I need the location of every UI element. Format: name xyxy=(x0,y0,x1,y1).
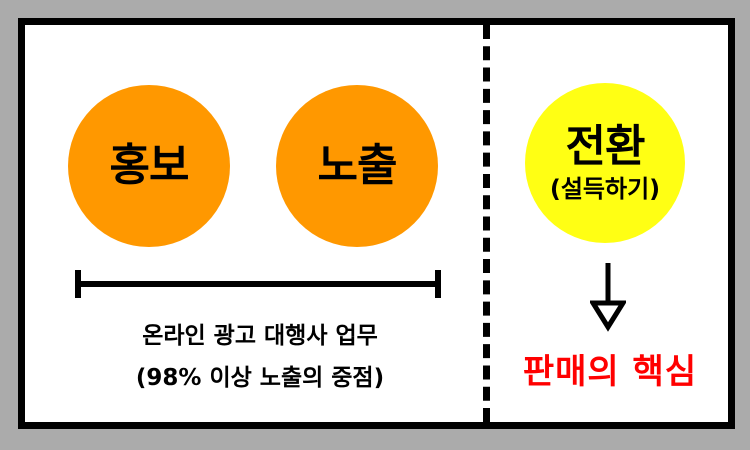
agency-work-caption: 온라인 광고 대행사 업무 xyxy=(142,323,378,349)
bracket-line xyxy=(75,281,441,287)
exposure-focus-caption: (98% 이상 노출의 중점) xyxy=(135,365,385,391)
conversion-label: 전환 xyxy=(565,121,646,172)
diagram-frame: 홍보 노출 온라인 광고 대행사 업무 (98% 이상 노출의 중점) 전환 (… xyxy=(18,18,735,429)
persuasion-label: (설득하기) xyxy=(549,175,661,203)
promotion-circle: 홍보 xyxy=(68,85,230,247)
dashed-divider xyxy=(483,25,490,422)
exposure-circle: 노출 xyxy=(276,85,438,247)
span-bracket xyxy=(75,270,441,298)
conversion-circle: 전환 (설득하기) xyxy=(525,83,685,243)
promotion-label: 홍보 xyxy=(109,140,190,191)
sales-core-label: 판매의 핵심 xyxy=(522,352,698,392)
bracket-right-cap xyxy=(435,270,441,298)
down-arrow-icon xyxy=(590,263,626,332)
exposure-label: 노출 xyxy=(317,140,398,191)
